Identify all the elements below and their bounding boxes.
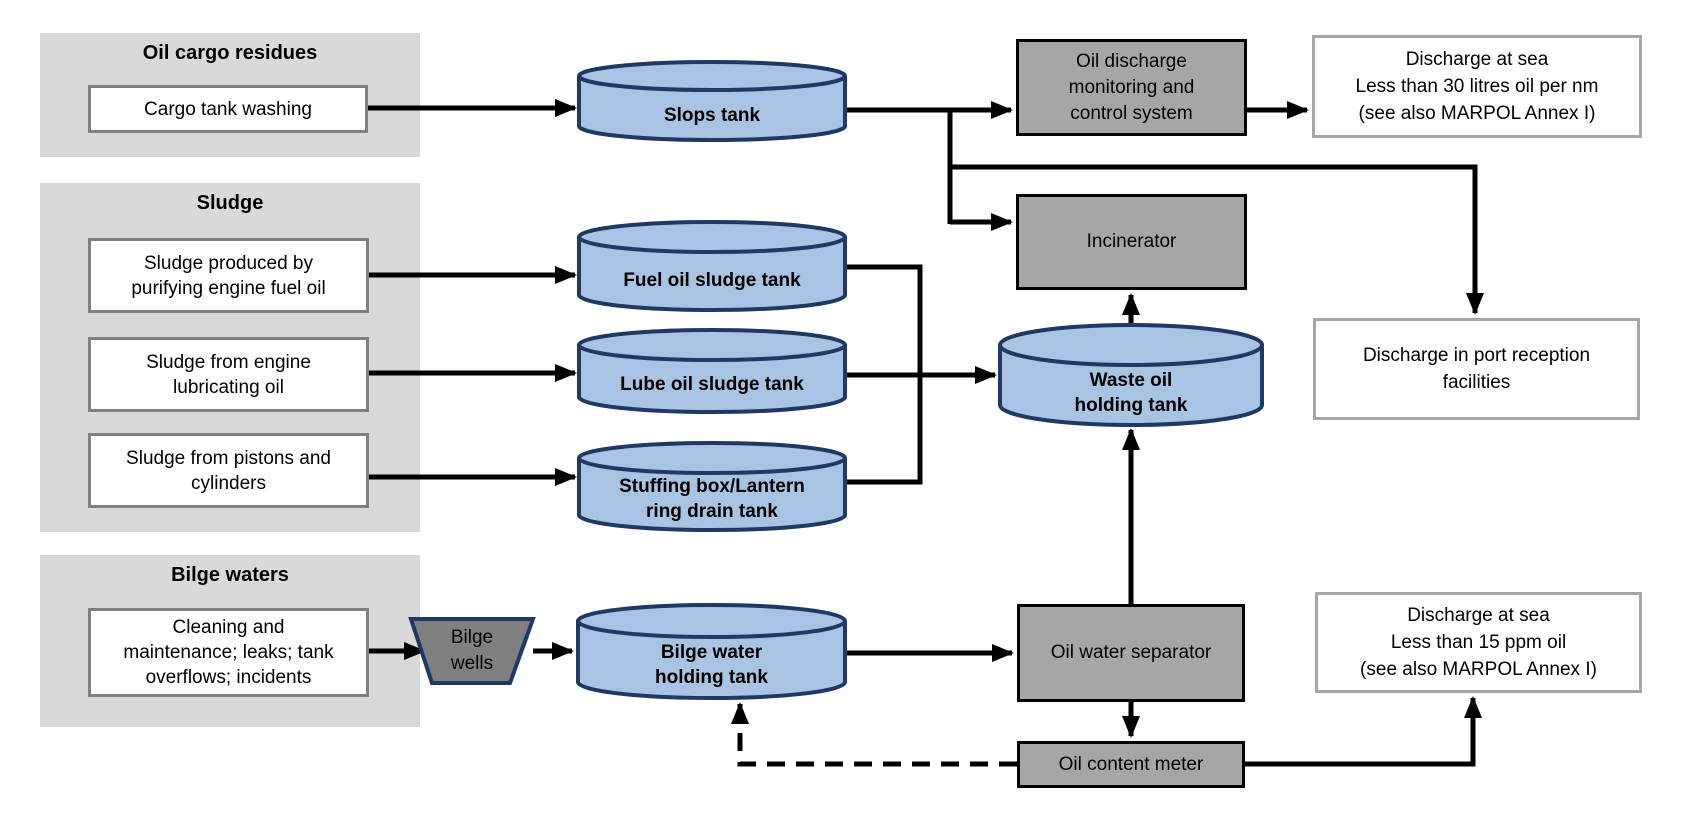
slops-tank-label: Slops tank [663, 104, 761, 126]
process-box-incinerator: Incinerator [1016, 194, 1247, 290]
waste-oil-holding-tank-shape [998, 323, 1264, 427]
tank-shapes [408, 60, 1264, 700]
arrow-content-meter-to-discharge15 [1245, 696, 1482, 767]
lube-oil-sludge-tank-label: Lube oil sludge tank [620, 373, 804, 395]
stuffing-box-tank-shape [577, 441, 847, 532]
group-title-bilge-waters: Bilge waters [171, 563, 289, 586]
arrows [368, 99, 1484, 767]
bilge-water-holding-tank-shape [576, 603, 847, 700]
group-title-sludge: Sludge [196, 191, 264, 214]
lube-oil-sludge-tank-shape [577, 328, 847, 414]
slops-tank-shape [577, 60, 847, 142]
fuel-oil-sludge-tank-shape [577, 220, 847, 312]
arrow-slops-to-port-reception [950, 164, 1484, 315]
process-box-oil-content-meter: Oil content meter [1017, 741, 1245, 788]
group-title-oil-cargo-residues: Oil cargo residues [142, 41, 318, 64]
arrow-content-meter-recirculation-dashed [731, 702, 1017, 767]
source-box-cargo-tank-washing: Cargo tank washing [88, 85, 368, 133]
bilge-wells-shape [408, 617, 536, 685]
fuel-oil-sludge-tank-label: Fuel oil sludge tank [623, 269, 801, 291]
process-box-oil-water-separator: Oil water separator [1017, 604, 1245, 702]
